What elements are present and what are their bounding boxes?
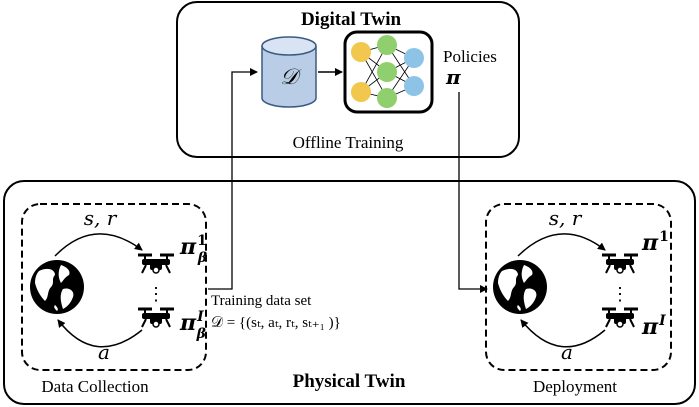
- dataset-cylinder-icon: [261, 36, 317, 108]
- dataset-symbol: 𝒟: [280, 65, 302, 90]
- training-data-formula: 𝒟 = {(sₜ, aₜ, rₜ, sₜ₊₁ )}: [211, 315, 341, 331]
- policy-symbol: π: [179, 234, 197, 260]
- policy-symbol: π: [641, 230, 659, 256]
- data-upload-arrow: [208, 68, 258, 290]
- drone-icon: [600, 307, 640, 329]
- policy-superscript: 1: [659, 229, 669, 245]
- deployment-box: [485, 203, 672, 371]
- top-arc-label: s, r: [84, 206, 118, 230]
- bottom-arc-arrow: [520, 319, 606, 348]
- deployed-policy-1: π1: [641, 229, 669, 256]
- drone-icon: [136, 307, 176, 329]
- globe-icon: [30, 260, 84, 314]
- neural-network-icon: [343, 30, 434, 114]
- drone-icon: [600, 253, 640, 275]
- data-collection-label: Data Collection: [41, 377, 149, 396]
- top-arc-arrow: [517, 233, 606, 257]
- bottom-arc-label: a: [98, 340, 110, 364]
- deployment-label: Deployment: [533, 377, 617, 396]
- bottom-arc-arrow: [57, 319, 143, 348]
- dots: ⋮: [611, 284, 629, 304]
- policy-symbol: π: [179, 310, 197, 336]
- policy-symbol: π: [641, 314, 659, 340]
- training-data-label: Training data set: [211, 293, 312, 309]
- globe-icon: [493, 260, 547, 314]
- top-arc-label: s, r: [549, 206, 583, 230]
- policies-label: Policies: [443, 47, 497, 66]
- policy-superscript: I: [196, 309, 204, 325]
- policy-superscript: I: [658, 313, 666, 329]
- policy-subscript: β: [197, 250, 208, 266]
- drone-icon: [136, 253, 176, 275]
- policy-subscript: β: [196, 326, 207, 342]
- policy-deploy-arrow: [458, 92, 488, 293]
- data-collection-box: [21, 203, 207, 371]
- policies-symbol: π: [445, 65, 461, 89]
- physical-twin-box: [3, 180, 696, 405]
- dots: ⋮: [147, 284, 165, 304]
- top-arc-arrow: [54, 233, 143, 257]
- deployed-policy-I: πI: [641, 313, 666, 340]
- bottom-arc-label: a: [561, 340, 573, 364]
- policy-superscript: 1: [197, 233, 207, 249]
- offline-training-label: Offline Training: [293, 133, 404, 152]
- physical-twin-title: Physical Twin: [293, 371, 406, 392]
- digital-twin-title: Digital Twin: [301, 9, 402, 30]
